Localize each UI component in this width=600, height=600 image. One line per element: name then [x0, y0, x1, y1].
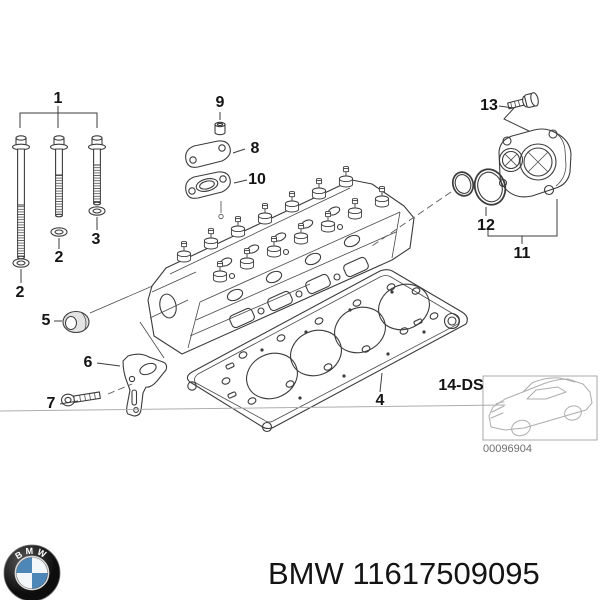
- part-bolt-7: [59, 383, 133, 407]
- part-cylinder-head: [147, 165, 415, 355]
- callout-1: 1: [54, 90, 63, 107]
- callout-3: 3: [92, 231, 101, 248]
- bolt-long: [11, 135, 31, 260]
- callout-5: 5: [42, 312, 51, 329]
- bmw-logo: BMW: [3, 544, 61, 600]
- part-head-gasket-4: [186, 269, 468, 433]
- callout-9: 9: [216, 94, 225, 111]
- part-flange-gasket-10: [185, 171, 248, 220]
- car-code: 00096904: [483, 443, 532, 455]
- callout-11: 11: [514, 245, 531, 262]
- callout-12: 12: [477, 217, 495, 234]
- callout-8: 8: [251, 140, 260, 157]
- part-bolt-13: [498, 92, 539, 132]
- part-blanking-plate-8: [185, 140, 246, 168]
- washer-2b: [50, 227, 68, 237]
- part-bracket-6: [96, 321, 168, 417]
- car-thumbnail: 00096904: [0, 375, 598, 455]
- part-head-bolts: [11, 106, 107, 283]
- callout-4: 4: [376, 392, 385, 409]
- part-o-rings-12: [371, 168, 507, 247]
- callout-10: 10: [248, 171, 266, 188]
- variant-label: 14-DS: [438, 377, 484, 394]
- callout-2b: 2: [55, 249, 64, 266]
- callout-6: 6: [84, 354, 93, 371]
- bolt-short: [87, 135, 107, 206]
- callout-7: 7: [47, 395, 56, 412]
- part-coolant-flange-11: [498, 128, 572, 198]
- washer-3: [88, 206, 106, 216]
- washer-2a: [12, 258, 30, 268]
- car-drawing: [0, 377, 593, 437]
- callout-13: 13: [480, 97, 498, 114]
- footer-part-number: BMW 11617509095: [268, 556, 540, 591]
- callout-2a: 2: [16, 284, 25, 301]
- part-plug-5: [54, 280, 165, 334]
- bolt-medium: [49, 135, 69, 218]
- callout-11-bracket: [487, 199, 558, 244]
- part-nut-9: [214, 112, 226, 136]
